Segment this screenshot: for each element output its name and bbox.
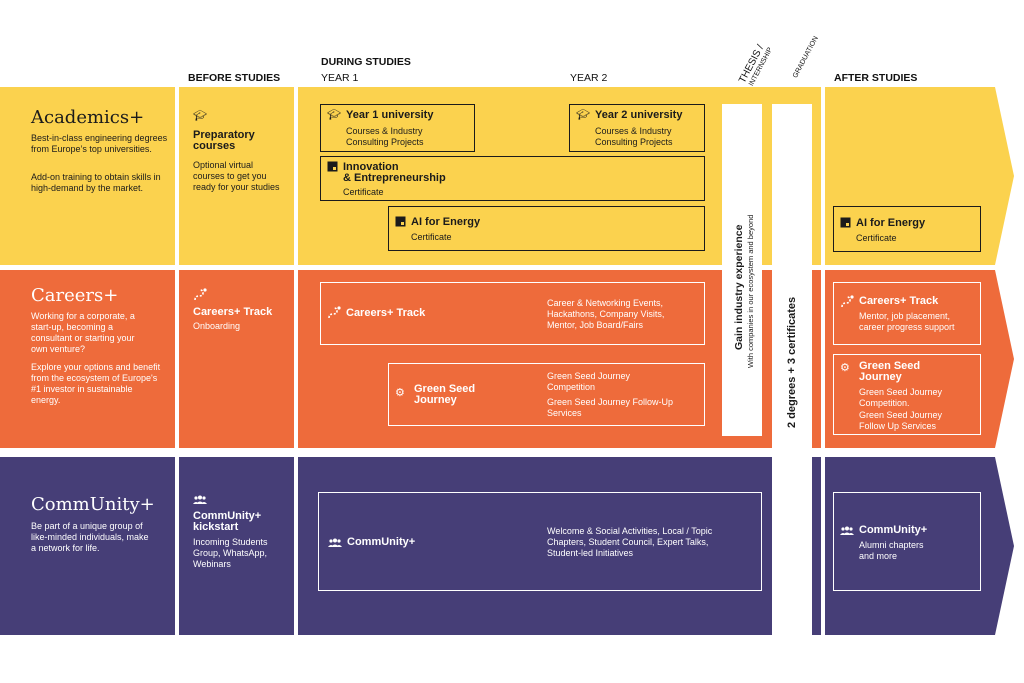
ai-energy-title: AI for Energy [411, 216, 481, 228]
green-seed-desc-3: Green Seed Journey Follow-Up [547, 397, 674, 407]
year2-sub-1: Courses & Industry [595, 126, 672, 136]
graduation-cap-icon: 🎓︎ [193, 110, 207, 122]
careers-text-1: Working for a corporate, a start-up, bec… [31, 311, 135, 354]
community-kickstart-title-1: CommUnity+ [193, 510, 262, 522]
innovation-title-1: Innovation [343, 161, 399, 173]
after-community-box [833, 492, 981, 591]
after-ai-energy-box [833, 206, 981, 252]
community-during-box [318, 492, 762, 591]
path-icon [327, 306, 341, 323]
before-careers-title: Careers+ Track [193, 306, 273, 318]
community-title: CommUnity+ [31, 494, 155, 515]
green-seed-desc-2: Competition [547, 382, 596, 392]
header-year2: YEAR 2 [570, 72, 608, 84]
header-before: BEFORE STUDIES [188, 72, 281, 84]
year2-university-title: Year 2 university [595, 109, 683, 121]
path-icon [840, 295, 854, 312]
after-community-sub-2: and more [859, 551, 898, 561]
innovation-sub: Certificate [343, 187, 384, 197]
careers-track-desc-1: Career & Networking Events, [547, 298, 664, 308]
community-kickstart-sub-1: Incoming Students [193, 537, 268, 547]
after-careers-track-title: Careers+ Track [859, 295, 939, 307]
year1-sub-1: Courses & Industry [346, 126, 423, 136]
header-year1: YEAR 1 [321, 72, 359, 84]
gear-icon: ⚙︎ [840, 362, 850, 374]
careers-text-2: Explore your options and benefit from th… [31, 362, 161, 405]
preparatory-courses-text: Optional virtual courses to get you read… [193, 160, 280, 192]
careers-track-desc-2: Hackathons, Company Visits, [547, 309, 665, 319]
after-green-seed-sub-4: Follow Up Services [859, 421, 937, 431]
after-community-title: CommUnity+ [859, 524, 928, 536]
year2-sub-2: Consulting Projects [595, 137, 673, 147]
innovation-title-2: & Entrepreneurship [343, 172, 446, 184]
people-icon [840, 526, 854, 539]
green-seed-title-2: Journey [414, 394, 457, 406]
before-careers-sub: Onboarding [193, 321, 241, 331]
green-seed-box [388, 363, 705, 426]
ai-energy-box [388, 206, 705, 251]
innovation-box [320, 156, 705, 201]
community-during-desc-3: Student-led Initiatives [547, 548, 634, 558]
after-community-sub-1: Alumni chapters [859, 540, 924, 550]
degrees-bar [772, 104, 812, 636]
people-icon [328, 538, 342, 551]
after-green-seed-box [833, 354, 981, 435]
year1-university-title: Year 1 university [346, 109, 434, 121]
community-kickstart-title-2: kickstart [193, 521, 239, 533]
after-careers-track-sub-1: Mentor, job placement, [859, 311, 951, 321]
careers-title: Careers+ [31, 285, 119, 306]
after-green-seed-sub-2: Competition. [859, 398, 910, 408]
community-kickstart-sub-2: Group, WhatsApp, [193, 548, 268, 558]
ai-energy-sub: Certificate [411, 232, 452, 242]
header-after: AFTER STUDIES [834, 72, 918, 84]
degrees-text: 2 degrees + 3 certificates [786, 296, 798, 428]
year2-university-box [569, 104, 705, 152]
community-during-title: CommUnity+ [347, 536, 416, 548]
industry-experience-title: Gain industry experience [733, 224, 745, 350]
after-green-seed-title-2: Journey [859, 371, 902, 383]
after-green-seed-title-1: Green Seed [859, 360, 921, 372]
community-during-desc-1: Welcome & Social Activities, Local / Top… [547, 526, 713, 536]
preparatory-courses-title: Preparatory courses [193, 129, 255, 152]
year1-university-box [320, 104, 475, 152]
academics-text-2: Add-on training to obtain skills in high… [31, 172, 161, 193]
gear-icon: ⚙︎ [395, 387, 405, 399]
after-green-seed-sub-3: Green Seed Journey [859, 410, 943, 420]
after-careers-track-box [833, 282, 981, 345]
green-seed-desc-4: Services [547, 408, 582, 418]
after-ai-energy-title: AI for Energy [856, 217, 926, 229]
header-during: DURING STUDIES [321, 56, 411, 68]
header-graduation: GRADUATION [792, 35, 820, 80]
community-text: Be part of a unique group of like-minded… [31, 521, 149, 553]
certificate-icon [840, 217, 851, 231]
after-careers-track-sub-2: career progress support [859, 322, 955, 332]
graduation-cap-icon: 🎓︎ [327, 109, 341, 121]
certificate-icon [327, 161, 338, 175]
year1-sub-2: Consulting Projects [346, 137, 424, 147]
certificate-icon [395, 216, 406, 230]
path-icon [193, 288, 207, 305]
academics-text-1: Best-in-class engineering degrees from E… [31, 133, 168, 154]
graduation-cap-icon: 🎓︎ [576, 109, 590, 121]
after-ai-energy-sub: Certificate [856, 233, 897, 243]
green-seed-desc-1: Green Seed Journey [547, 371, 631, 381]
careers-track-desc-3: Mentor, Job Board/Fairs [547, 320, 644, 330]
careers-track-box [320, 282, 705, 345]
people-icon [193, 495, 207, 508]
academics-title: Academics+ [31, 107, 145, 128]
after-green-seed-sub-1: Green Seed Journey [859, 387, 943, 397]
green-seed-title-1: Green Seed [414, 383, 476, 395]
industry-experience-bar [722, 104, 762, 436]
industry-experience-sub: With companies in our ecosystem and beyo… [746, 214, 755, 368]
community-during-desc-2: Chapters, Student Council, Expert Talks, [547, 537, 709, 547]
careers-track-title: Careers+ Track [346, 307, 426, 319]
community-kickstart-sub-3: Webinars [193, 559, 231, 569]
